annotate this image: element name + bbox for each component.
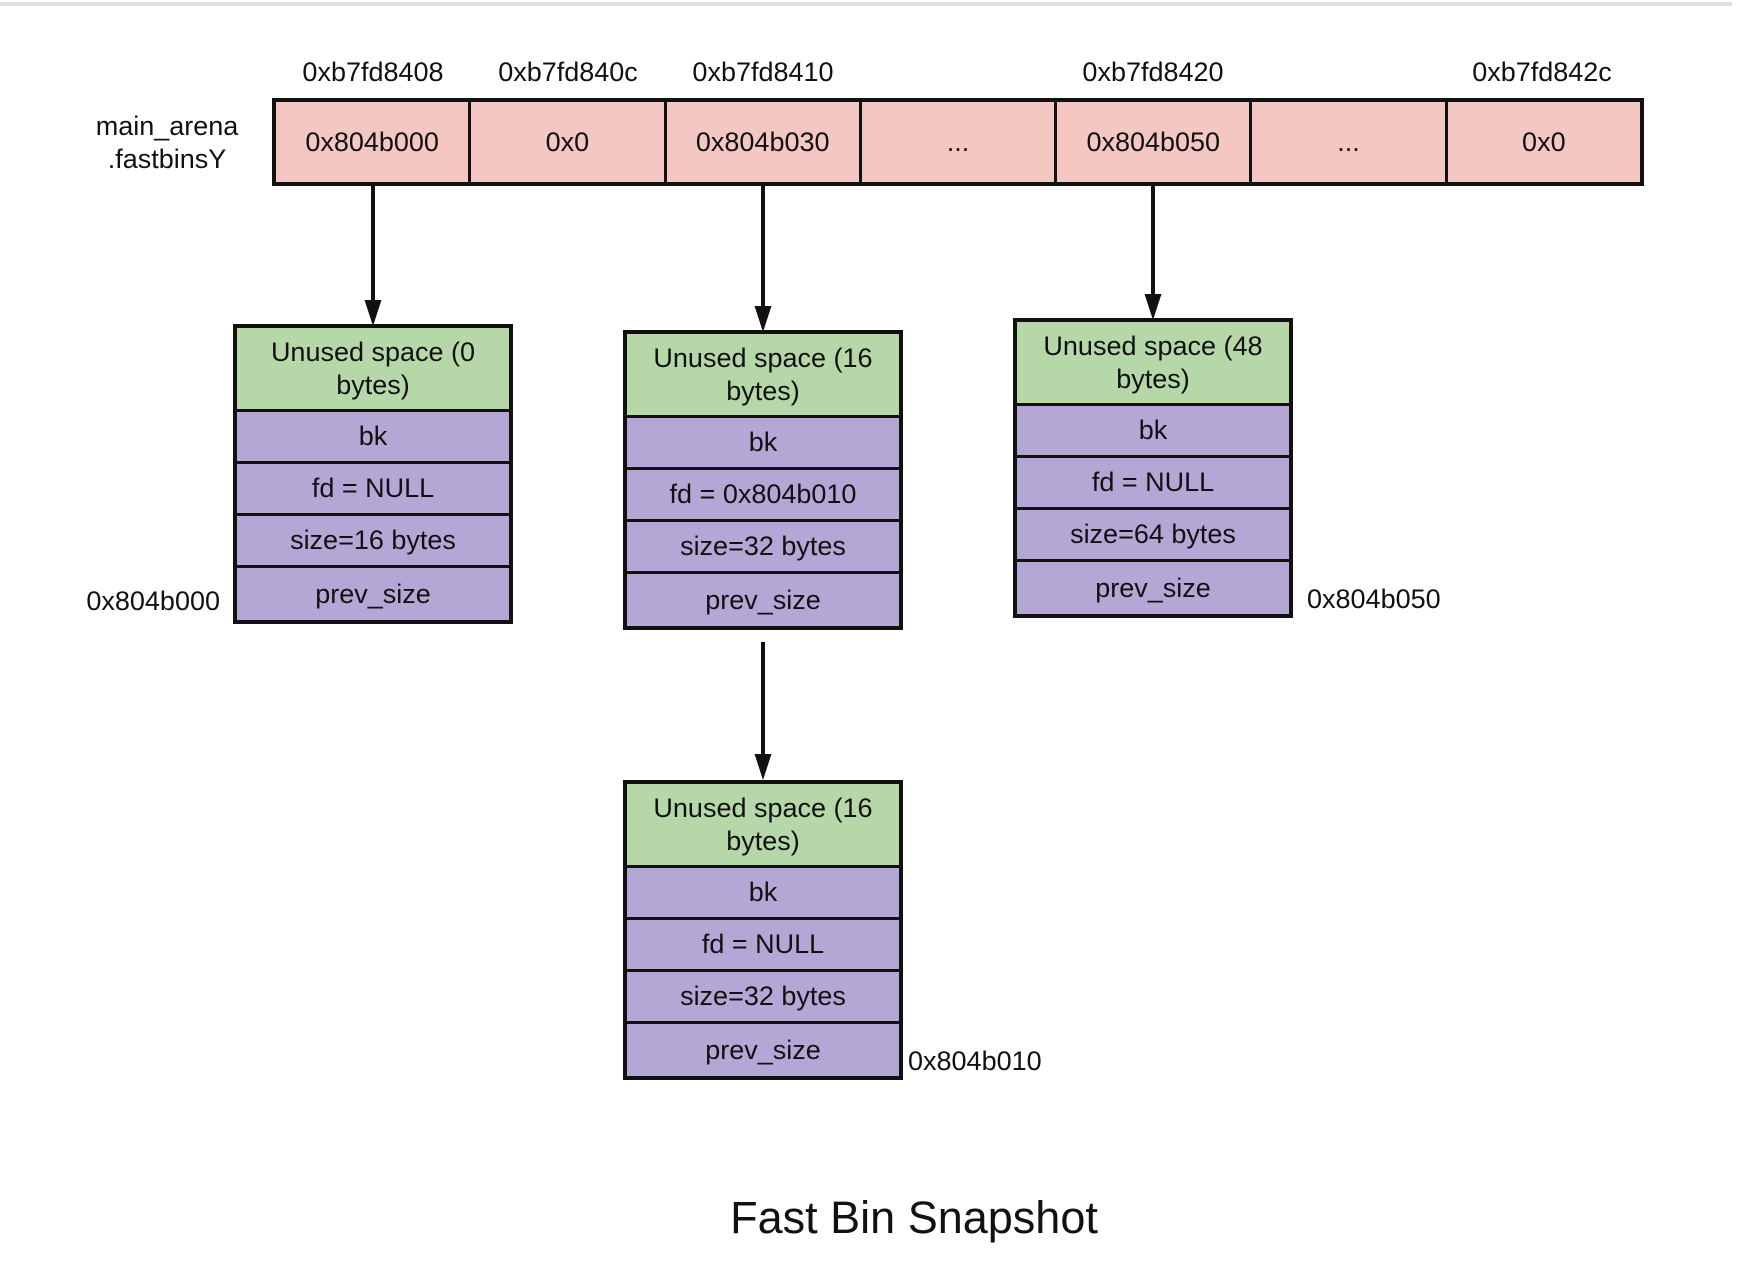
fastbin-cell-0: 0x804b000 — [276, 102, 472, 182]
chunk-0x804b050-fd: fd = NULL — [1017, 458, 1289, 510]
chunk-0x804b010-fd: fd = NULL — [627, 920, 899, 972]
diagram-title: Fast Bin Snapshot — [730, 1192, 1098, 1243]
chunk-0x804b010-bk: bk — [627, 868, 899, 920]
fastbin-cell-2: 0x804b030 — [667, 102, 862, 182]
arrow-cell2-to-chunk-0x804b030 — [754, 186, 772, 332]
array-address-0xb7fd842c: 0xb7fd842c — [1472, 57, 1612, 87]
chunk-0x804b010-prev-size: prev_size — [627, 1024, 899, 1076]
fastbin-cell-4: 0x804b050 — [1057, 102, 1253, 182]
chunk-0x804b030-unused-space: Unused space (16 bytes) — [627, 334, 899, 418]
chunk-0x804b030: Unused space (16 bytes) bk fd = 0x804b01… — [623, 330, 903, 630]
arrow-cell4-to-chunk-0x804b050 — [1144, 186, 1162, 320]
chunk-0x804b010: Unused space (16 bytes) bk fd = NULL siz… — [623, 780, 903, 1080]
chunk-0x804b030-bk: bk — [627, 418, 899, 470]
arrow-fd-to-chunk-0x804b010 — [754, 642, 772, 780]
chunk-0x804b030-size: size=32 bytes — [627, 522, 899, 574]
window-top-edge — [0, 2, 1732, 6]
fastbin-cell-6: 0x0 — [1522, 126, 1566, 157]
fastbin-cell-3: ... — [862, 102, 1058, 182]
fastbin-cell-5: ... — [1252, 102, 1448, 182]
chunk-0x804b000-unused-space: Unused space (0 bytes) — [237, 328, 509, 412]
array-address-0xb7fd8408: 0xb7fd8408 — [302, 57, 444, 87]
chunk-0x804b010-unused-space: Unused space (16 bytes) — [627, 784, 899, 868]
chunk-0x804b050-address-label: 0x804b050 — [1307, 584, 1441, 614]
arena-label-line2: .fastbinsY — [107, 144, 227, 174]
chunk-0x804b050: Unused space (48 bytes) bk fd = NULL siz… — [1013, 318, 1293, 618]
array-address-0xb7fd8410: 0xb7fd8410 — [692, 57, 834, 87]
arena-label-line1: main_arena — [95, 111, 239, 141]
chunk-0x804b000-bk: bk — [237, 412, 509, 464]
chunk-0x804b030-fd: fd = 0x804b010 — [627, 470, 899, 522]
array-address-0xb7fd840c: 0xb7fd840c — [498, 57, 638, 87]
chunk-0x804b050-size: size=64 bytes — [1017, 510, 1289, 562]
chunk-0x804b030-prev-size: prev_size — [627, 574, 899, 626]
chunk-0x804b000-prev-size: prev_size — [237, 568, 509, 620]
chunk-0x804b000-fd: fd = NULL — [237, 464, 509, 516]
chunk-0x804b050-prev-size: prev_size — [1017, 562, 1289, 614]
array-address-0xb7fd8420: 0xb7fd8420 — [1082, 57, 1224, 87]
chunk-0x804b010-address-label: 0x804b010 — [908, 1046, 1042, 1076]
chunk-0x804b010-size: size=32 bytes — [627, 972, 899, 1024]
chunk-0x804b050-bk: bk — [1017, 406, 1289, 458]
chunk-0x804b000-address-label: 0x804b000 — [86, 586, 220, 616]
chunk-0x804b000: Unused space (0 bytes) bk fd = NULL size… — [233, 324, 513, 624]
fastbinsY-array: 0x804b000 0x0 0x804b030 ... 0x804b050 ..… — [272, 98, 1644, 186]
chunk-0x804b000-size: size=16 bytes — [237, 516, 509, 568]
arrow-cell0-to-chunk-0x804b000 — [364, 186, 382, 326]
chunk-0x804b050-unused-space: Unused space (48 bytes) — [1017, 322, 1289, 406]
arena-label: main_arena.fastbinsY — [57, 110, 277, 176]
fastbin-cell-1: 0x0 — [471, 102, 667, 182]
